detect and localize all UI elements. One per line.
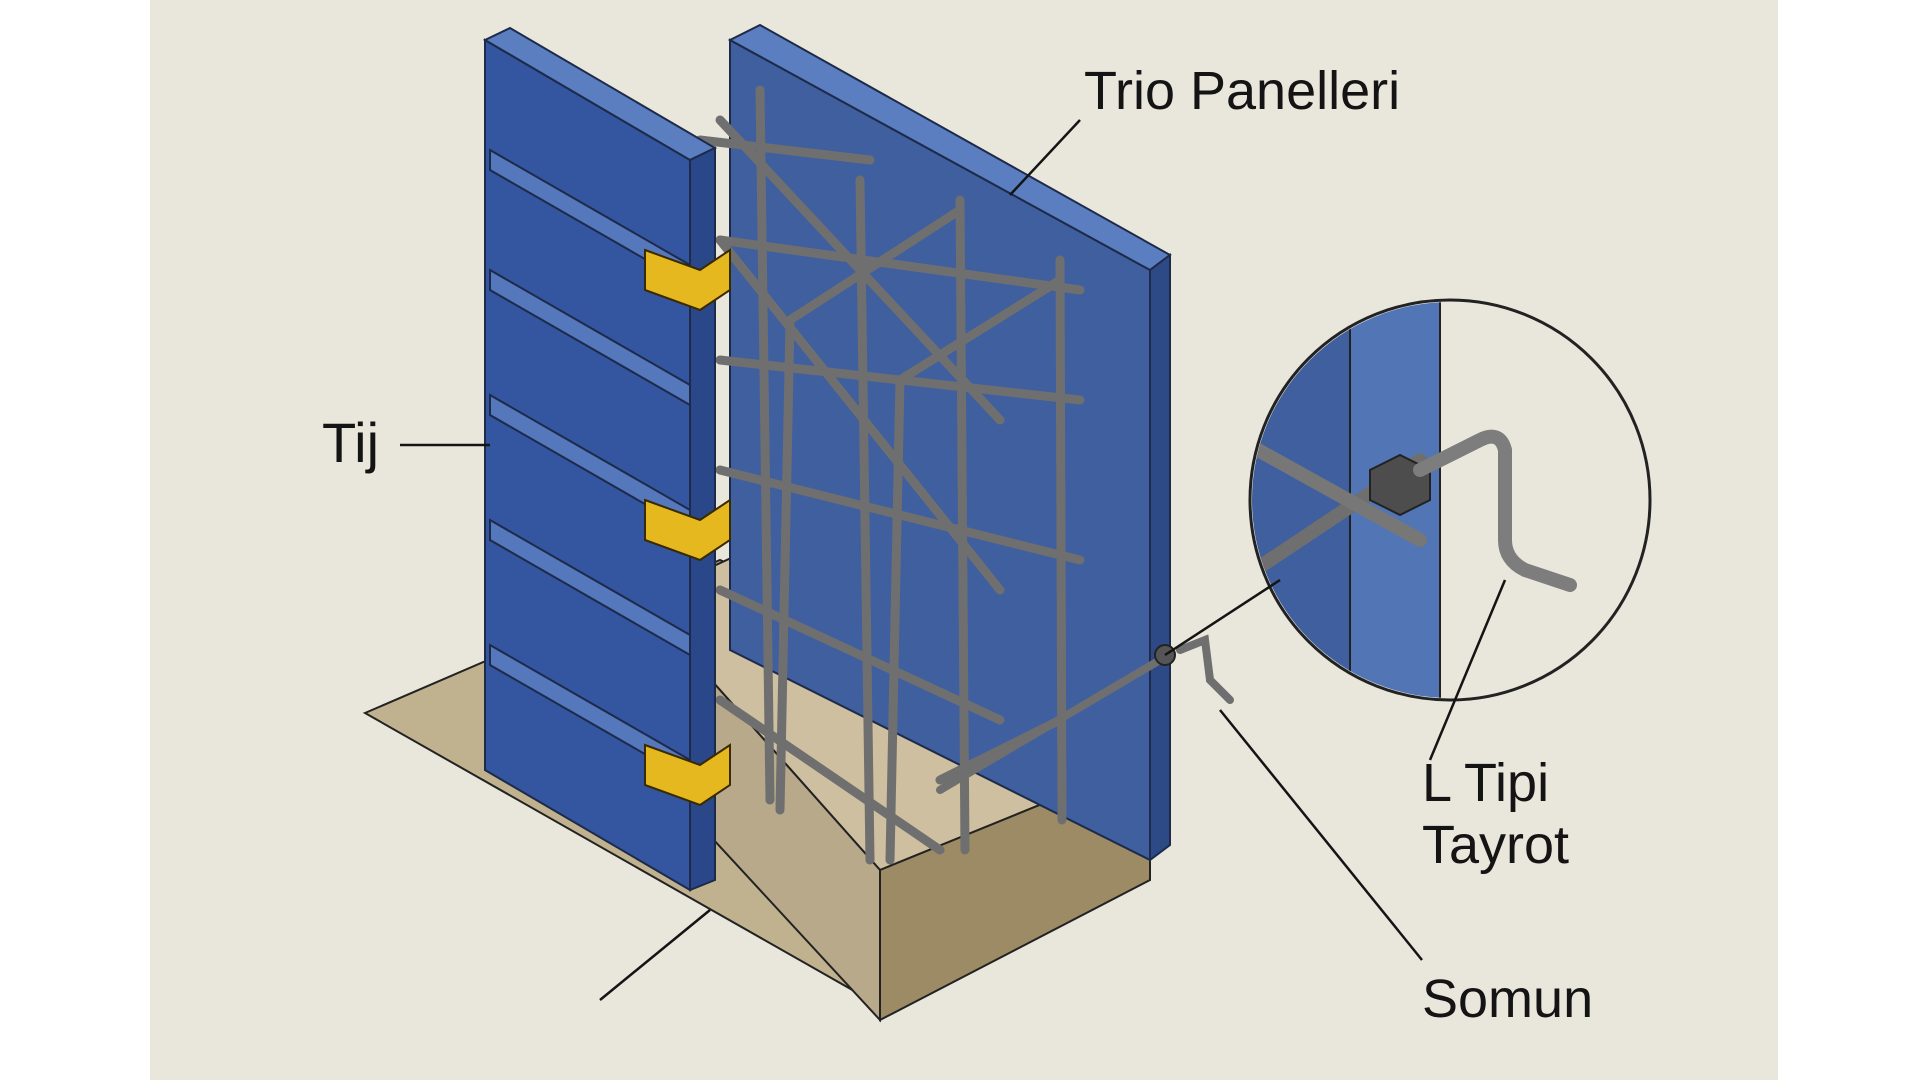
tie-rod [936,656,1164,794]
rebar-cage [695,85,1085,865]
clamp-3 [644,743,731,807]
label-somun: Somun [1422,969,1594,1029]
label-l-tipi-line2: Tayrot [1422,815,1570,875]
l-type-tie-end [1176,634,1234,704]
leader-lines [400,119,1507,1001]
front-panel-ribs [489,148,691,782]
clamps [644,248,731,807]
label-trio-panelleri: Trio Panelleri [1084,61,1401,121]
label-tij: Tij [322,411,380,474]
detail-magnifier [1248,298,1652,702]
back-panel-side [1149,253,1171,862]
clamp-2 [644,498,731,562]
label-l-tipi-line1: L Tipi [1422,753,1550,813]
label-l-tipi-tayrot: L Tipi Tayrot [1422,752,1569,876]
clamp-1 [644,248,731,312]
